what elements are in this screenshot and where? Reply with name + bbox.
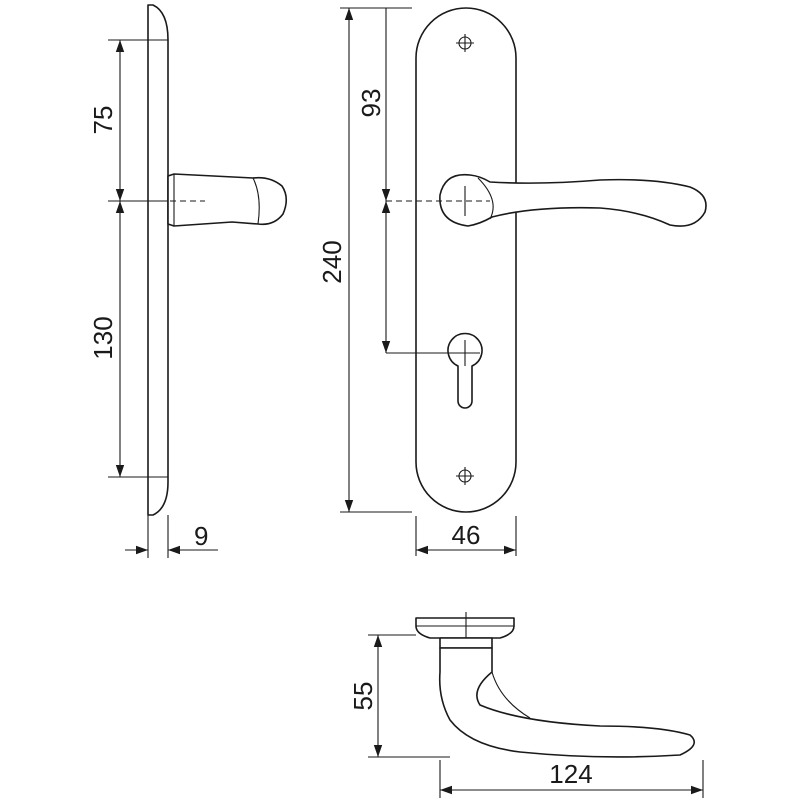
dim-label-handle-projection: 55 (348, 682, 378, 711)
side-view-backplate (147, 4, 169, 516)
top-screw-icon (456, 34, 474, 52)
dim-label-plate-width: 46 (452, 520, 481, 550)
side-view: 75 130 9 (88, 4, 288, 558)
front-view-lever (439, 173, 707, 227)
bottom-screw-icon (456, 467, 474, 485)
dim-label-handle-length: 124 (549, 759, 592, 789)
top-view-rose (415, 617, 515, 639)
dim-label-side-upper: 75 (88, 106, 118, 135)
dim-label-side-lower: 130 (88, 316, 118, 359)
top-view-lever (438, 647, 696, 758)
front-view: 240 93 46 (317, 7, 707, 556)
side-view-handle-neck (167, 173, 288, 227)
front-view-backplate (415, 7, 517, 513)
dim-label-handle-to-keyhole: 93 (356, 89, 386, 118)
top-view-neck (439, 637, 493, 649)
dim-label-plate-thickness: 9 (194, 521, 208, 551)
top-view: 55 124 (348, 612, 704, 798)
dim-label-plate-height: 240 (317, 240, 347, 283)
keyhole-icon (447, 332, 483, 409)
